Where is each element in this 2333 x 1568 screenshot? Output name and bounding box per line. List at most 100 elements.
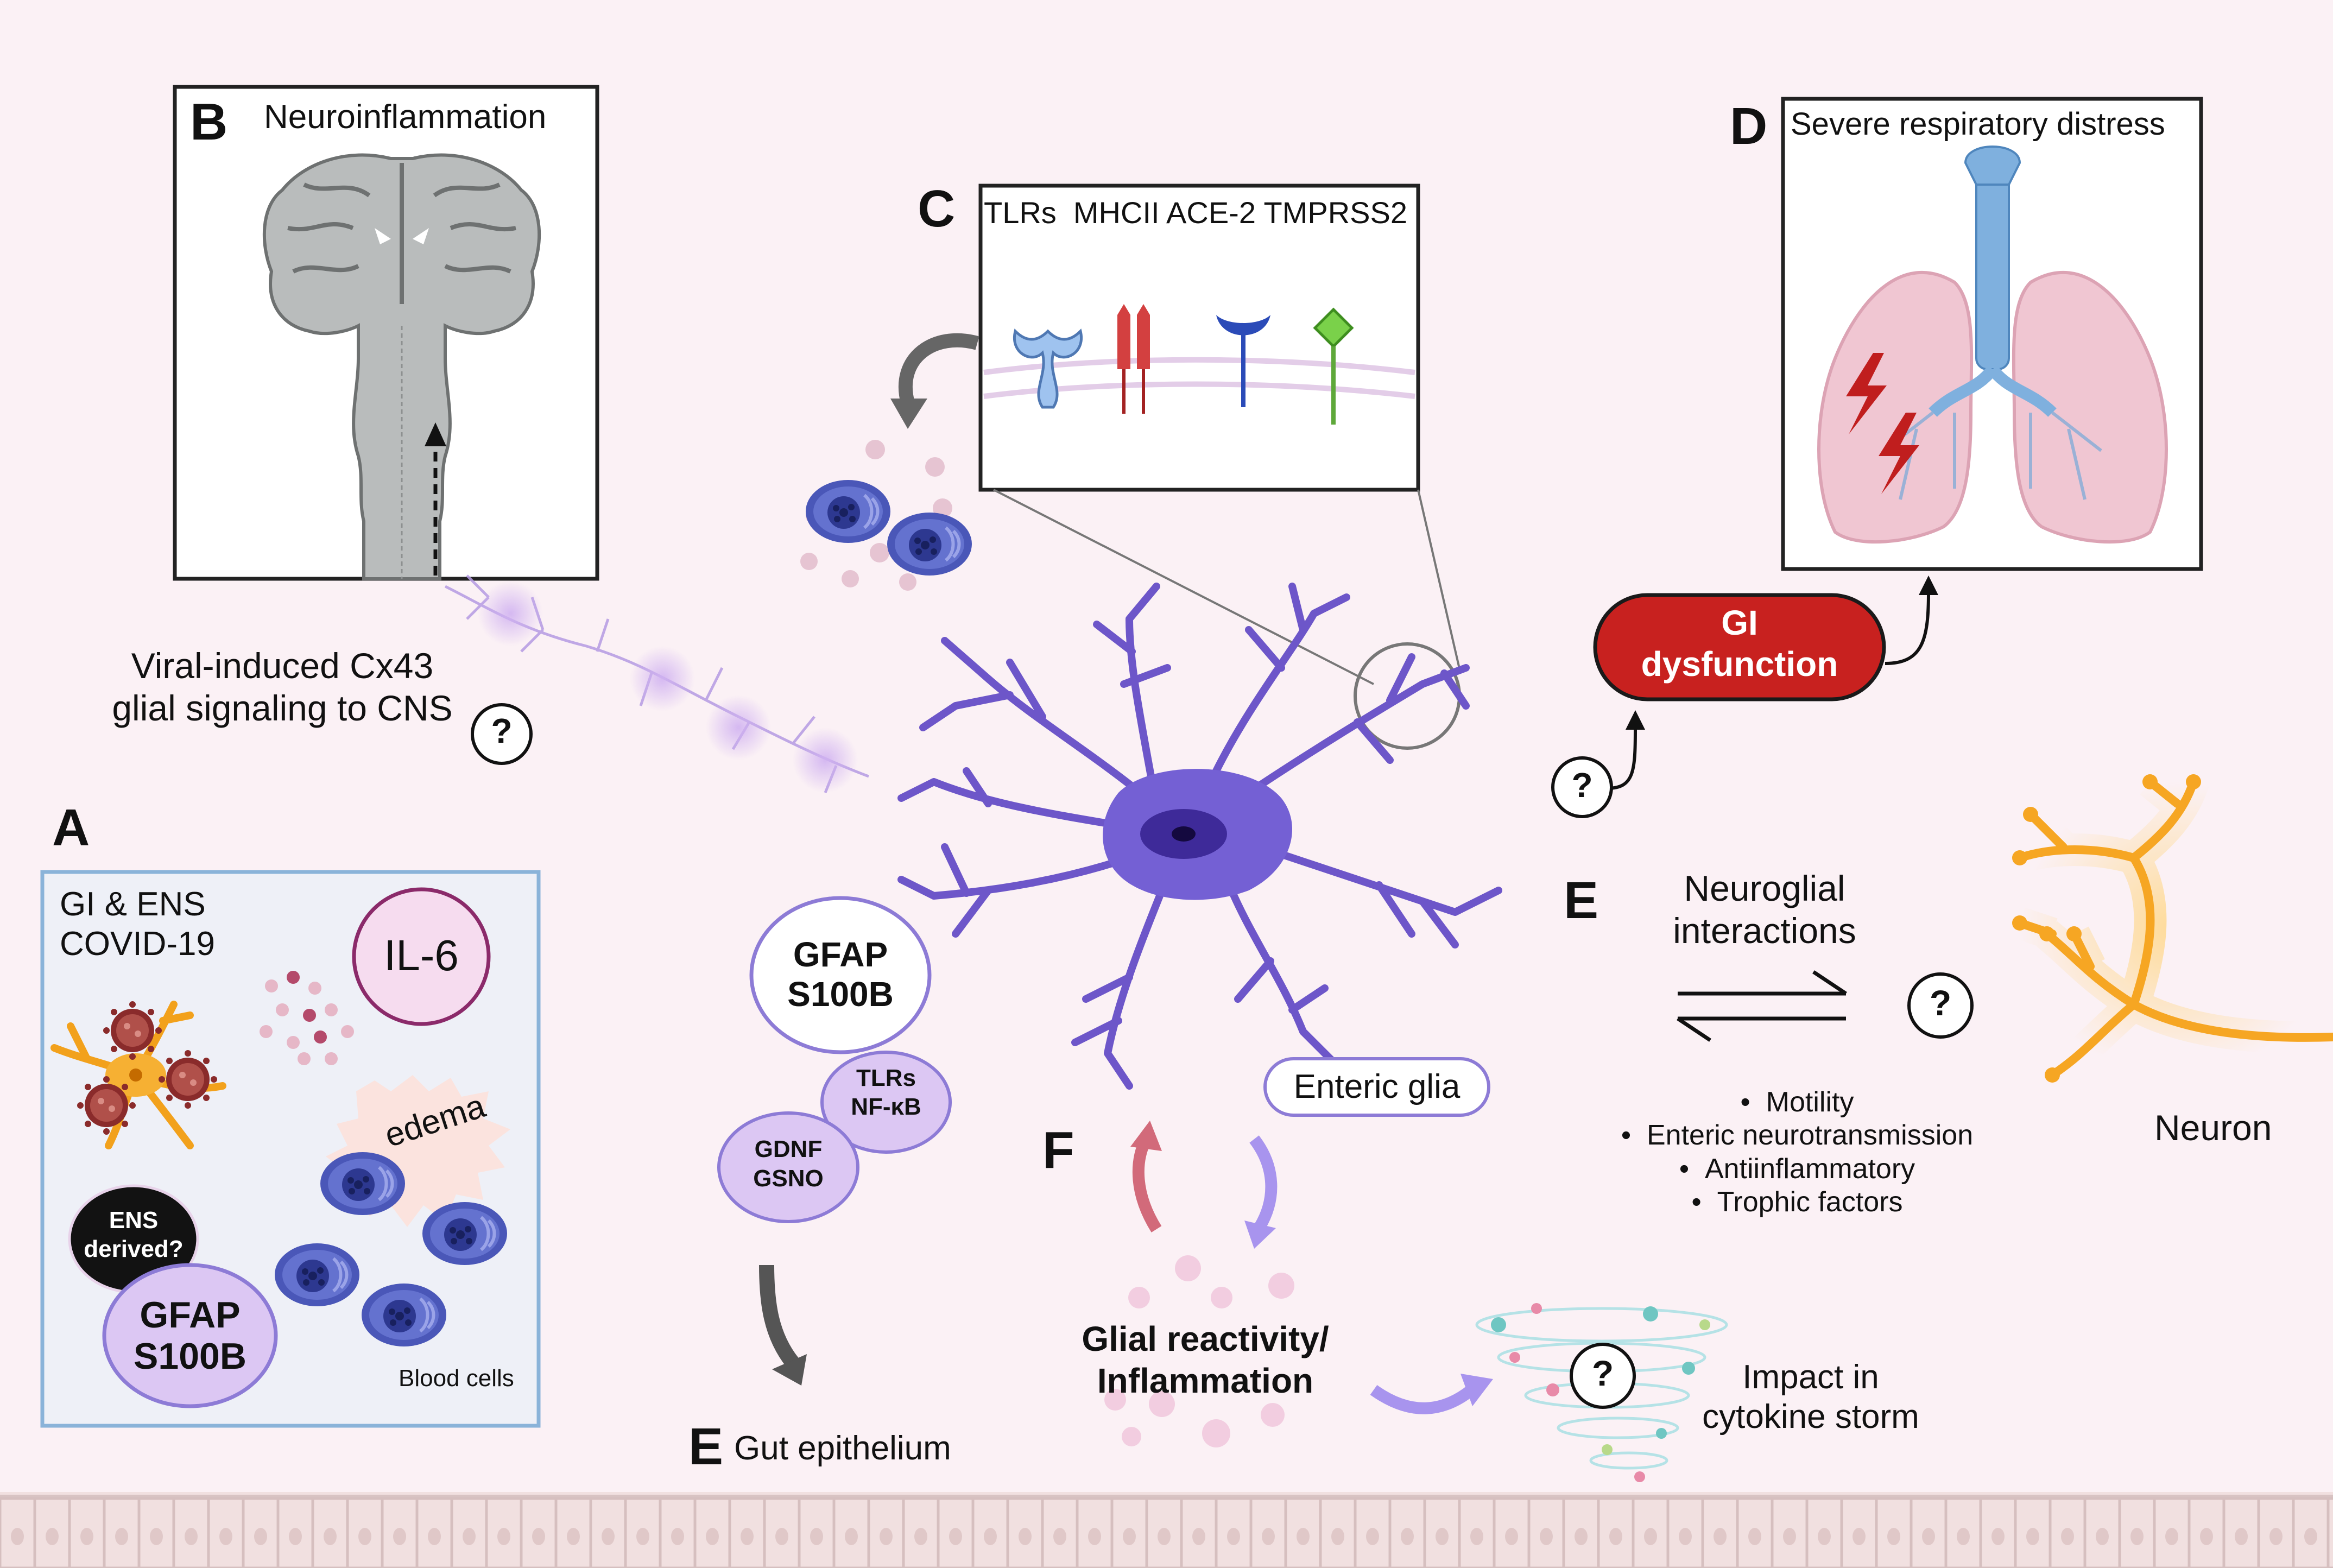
panel-d-letter: D — [1730, 97, 1768, 155]
epithelial-nucleus — [914, 1528, 927, 1545]
epithelial-nucleus — [1019, 1528, 1032, 1545]
epithelial-nucleus — [1158, 1528, 1171, 1545]
tlr-receptor-icon — [1013, 328, 1083, 409]
neuroglial-letter: E — [1564, 871, 1599, 930]
gi-line2: dysfunction — [1641, 644, 1838, 684]
panel-b-letter: B — [190, 93, 228, 151]
viral-signaling-label: Viral-induced Cx43 glial signaling to CN… — [76, 645, 489, 730]
epithelial-nucleus — [2269, 1528, 2283, 1545]
epithelial-nucleus — [497, 1528, 510, 1545]
epithelial-nucleus — [949, 1528, 962, 1545]
epithelial-nucleus — [880, 1528, 893, 1545]
neuron-icon — [2012, 769, 2333, 1089]
epithelial-nucleus — [254, 1528, 267, 1545]
epithelial-nucleus — [1366, 1528, 1379, 1545]
epithelial-nucleus — [2200, 1528, 2213, 1545]
neuroglial-line1: Neuroglial — [1684, 868, 1845, 908]
blood-cells-label: Blood cells — [399, 1365, 514, 1392]
epithelial-nucleus — [1227, 1528, 1240, 1545]
panel-a-markers: GFAP S100B — [104, 1294, 276, 1377]
epithelial-nucleus — [11, 1528, 24, 1545]
question-mark: ? — [491, 711, 513, 750]
epithelial-nucleus — [463, 1528, 476, 1545]
neuroglial-line2: interactions — [1673, 910, 1856, 951]
epithelial-nucleus — [1470, 1528, 1483, 1545]
neuroglial-functions-list: Motility Enteric neurotransmission Antii… — [1575, 1086, 2020, 1219]
epithelial-nucleus — [1436, 1528, 1449, 1545]
question-circle — [1570, 1343, 1636, 1409]
panel-c-receptor-labels: TLRs MHCII ACE-2 TMPRSS2 — [984, 195, 1408, 230]
epithelial-nucleus — [810, 1528, 823, 1545]
epithelial-nucleus — [2061, 1528, 2074, 1545]
ens-derived-line2: derived? — [84, 1235, 184, 1262]
panel-b-box — [173, 85, 599, 581]
epithelial-nucleus — [1991, 1528, 2005, 1545]
epithelial-nucleus — [532, 1528, 545, 1545]
gut-epithelium-label: Gut epithelium — [734, 1430, 951, 1467]
bullet-item: Trophic factors — [1575, 1186, 2020, 1219]
epithelial-nucleus — [1922, 1528, 1935, 1545]
equilibrium-arrows — [1677, 970, 1847, 1042]
epithelial-nucleus — [1609, 1528, 1622, 1545]
epithelial-nucleus — [1644, 1528, 1657, 1545]
panel-a-s100b: S100B — [134, 1336, 246, 1377]
blood-cell-icon — [887, 513, 972, 576]
epithelial-nucleus — [1297, 1528, 1310, 1545]
epithelial-nucleus — [1748, 1528, 1761, 1545]
glial-reactivity-line1: Glial reactivity/ — [1082, 1319, 1329, 1358]
impact-line1: Impact in — [1742, 1358, 1879, 1396]
epithelial-nucleus — [706, 1528, 719, 1545]
epithelial-nucleus — [845, 1528, 858, 1545]
epithelial-nucleus — [1401, 1528, 1414, 1545]
gi-dysfunction-pill — [1593, 593, 1886, 701]
question-circle — [1551, 756, 1613, 818]
enteric-glia-label: Enteric glia — [1293, 1068, 1461, 1105]
epithelial-nucleus — [1053, 1528, 1066, 1545]
epithelial-nucleus — [2130, 1528, 2144, 1545]
panel-b-title: Neuroinflammation — [264, 98, 547, 136]
neuroglial-label: Neuroglial interactions — [1634, 868, 1895, 952]
epithelial-nucleus — [2235, 1528, 2248, 1545]
epithelial-cell — [2326, 1497, 2333, 1568]
epithelial-nucleus — [115, 1528, 128, 1545]
epithelial-nucleus — [1957, 1528, 1970, 1545]
tlrs-label: TLRs — [856, 1065, 916, 1091]
blood-cell-icon — [806, 480, 890, 543]
panel-d-box — [1781, 97, 2203, 571]
epithelial-nucleus — [358, 1528, 371, 1545]
epithelial-nucleus — [1331, 1528, 1344, 1545]
viral-signaling-line1: Viral-induced Cx43 — [131, 646, 434, 686]
epithelial-nucleus — [1505, 1528, 1518, 1545]
ens-derived-label: ENS derived? — [69, 1206, 198, 1264]
epithelial-nucleus — [1540, 1528, 1553, 1545]
epithelial-nucleus — [185, 1528, 198, 1545]
epithelial-nucleus — [741, 1528, 754, 1545]
nfkb-label: NF-κB — [851, 1093, 921, 1120]
storm-particles — [1491, 1303, 1710, 1482]
virus-icon — [103, 1001, 162, 1060]
epithelial-nucleus — [1818, 1528, 1831, 1545]
gut-letter: E — [688, 1418, 724, 1476]
blood-cell-icon — [362, 1284, 446, 1346]
neuron-label: Neuron — [2154, 1108, 2272, 1148]
panel-a-title-line1: GI & ENS — [60, 886, 206, 923]
panel-a-title: GI & ENS COVID-19 — [60, 885, 215, 964]
impact-line2: cytokine storm — [1702, 1398, 1919, 1436]
epithelial-nucleus — [1887, 1528, 1900, 1545]
il6-label: IL-6 — [384, 931, 459, 979]
glial-reactivity-label: Glial reactivity/ Inflammation — [1048, 1318, 1363, 1402]
panel-a-box — [40, 870, 541, 1428]
epithelial-nucleus — [2165, 1528, 2178, 1545]
glial-chain — [444, 574, 869, 793]
lightning-icon — [1846, 353, 1887, 434]
epithelial-nucleus — [2026, 1528, 2039, 1545]
epithelial-nucleus — [671, 1528, 684, 1545]
glia-marker-labels: GFAP S100B — [751, 935, 930, 1014]
epithelial-nucleus — [150, 1528, 163, 1545]
epithelial-nucleus — [1575, 1528, 1588, 1545]
panel-d-title: Severe respiratory distress — [1791, 106, 2165, 142]
tlrs-nfkb-labels: TLRs NF-κB — [822, 1064, 950, 1122]
cytokine-storm-label: Impact in cytokine storm — [1683, 1357, 1938, 1437]
question-mark: ? — [1571, 766, 1593, 805]
